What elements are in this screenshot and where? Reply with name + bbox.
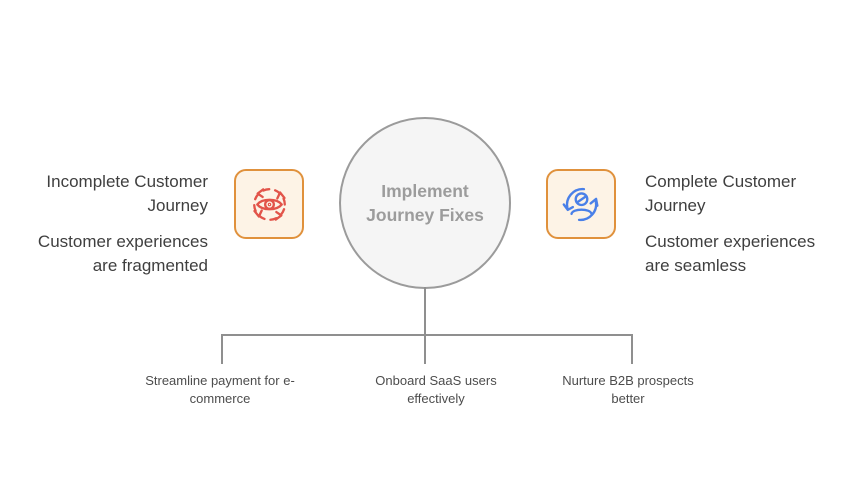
right-heading: Complete Customer Journey [645,172,797,215]
connector-drop-right [631,334,633,364]
branch-label-nurture-b2b: Nurture B2B prospects better [562,373,694,406]
connector-horizontal [221,334,633,336]
left-heading: Incomplete Customer Journey [46,172,208,215]
branch-label-streamline-payment: Streamline payment for e-commerce [145,373,295,406]
left-text-block: Incomplete Customer Journey Customer exp… [36,170,208,278]
eye-cycle-icon [252,187,286,221]
left-description: Customer experiences are fragmented [37,232,208,275]
right-icon-box [546,169,616,239]
connector-drop-left [221,334,223,364]
branch-label-onboard-saas: Onboard SaaS users effectively [375,373,497,406]
user-sync-icon [562,187,599,221]
center-node: Implement Journey Fixes [339,117,511,289]
right-description: Customer experiences are seamless [645,232,816,275]
connector-stem [424,287,426,364]
right-text-block: Complete Customer Journey Customer exper… [645,170,823,278]
left-icon-box [234,169,304,239]
center-node-label: Implement Journey Fixes [366,181,484,225]
